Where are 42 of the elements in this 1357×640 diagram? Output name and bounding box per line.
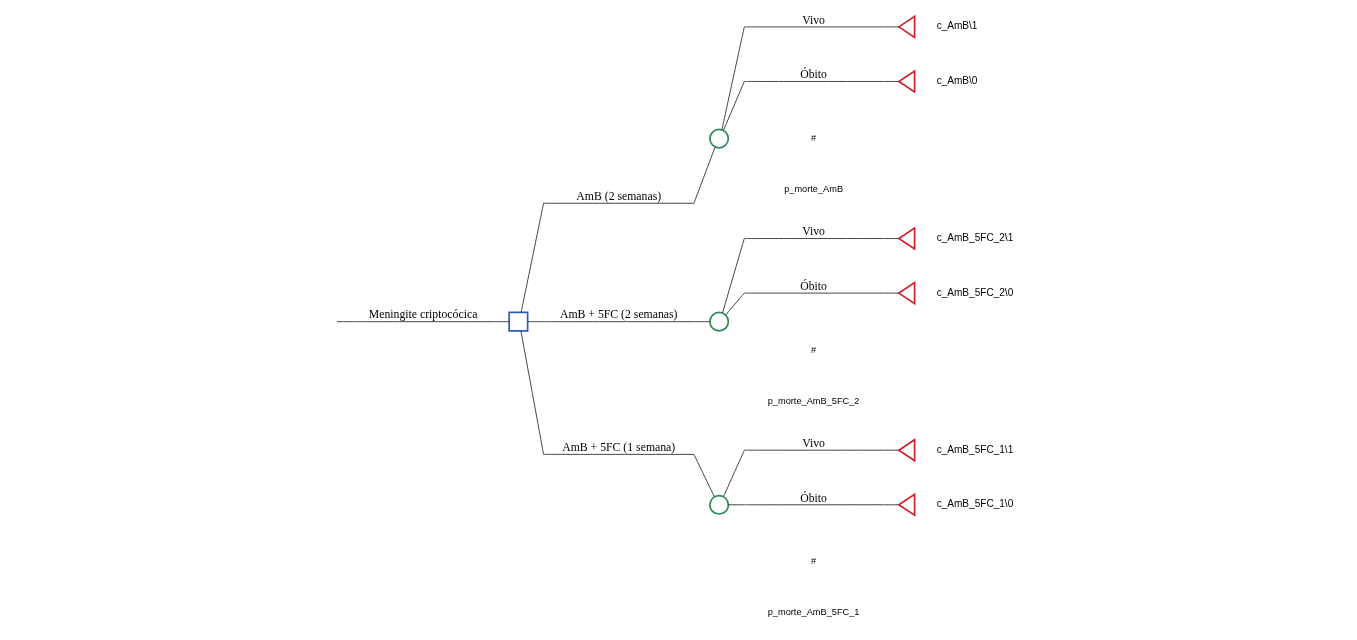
node-triangle	[897, 14, 916, 39]
connector	[723, 449, 900, 497]
node-label: c_AmB_5FC_2\0	[936, 286, 1014, 298]
edge-label: Óbito	[800, 68, 827, 82]
connector	[722, 238, 900, 314]
label: p_morte_AmB_5FC_2	[767, 395, 860, 406]
edge-label: Vivo	[802, 13, 825, 27]
edge-label: AmB + 5FC (1 semana)	[562, 441, 676, 455]
label: #	[811, 344, 817, 355]
connector	[336, 321, 510, 323]
edge-label: Óbito	[800, 491, 827, 505]
connector	[725, 292, 900, 316]
node-triangle	[897, 281, 916, 306]
node-box	[508, 311, 529, 332]
connector	[520, 330, 715, 498]
edge-label: Meningite criptocócica	[368, 308, 478, 322]
connector	[728, 504, 900, 506]
edge-label: Vivo	[802, 225, 825, 239]
node-circle	[709, 128, 730, 149]
node-label: c_AmB\0	[936, 75, 978, 87]
node-label: c_AmB_5FC_2\1	[936, 232, 1014, 244]
edge-label: Vivo	[802, 436, 825, 450]
label: p_morte_AmB_5FC_1	[767, 607, 860, 618]
node-circle	[709, 311, 730, 332]
label: p_morte_AmB	[784, 184, 844, 195]
edge-label: AmB + 5FC (2 semanas)	[559, 308, 678, 322]
node-triangle	[897, 438, 916, 463]
node-triangle	[897, 69, 916, 94]
connector	[527, 321, 711, 323]
node-circle	[709, 494, 730, 515]
label: #	[811, 556, 817, 567]
connector	[723, 81, 900, 131]
node-label: c_AmB_5FC_1\1	[936, 443, 1014, 455]
connector	[520, 146, 716, 313]
connector	[721, 26, 900, 130]
edge-label: Óbito	[800, 279, 827, 293]
node-label: c_AmB_5FC_1\0	[936, 498, 1014, 510]
node-label: c_AmB\1	[936, 20, 978, 32]
node-triangle	[897, 492, 916, 517]
node-triangle	[897, 226, 916, 251]
edge-label: AmB (2 semanas)	[576, 190, 662, 204]
label: #	[811, 132, 817, 143]
